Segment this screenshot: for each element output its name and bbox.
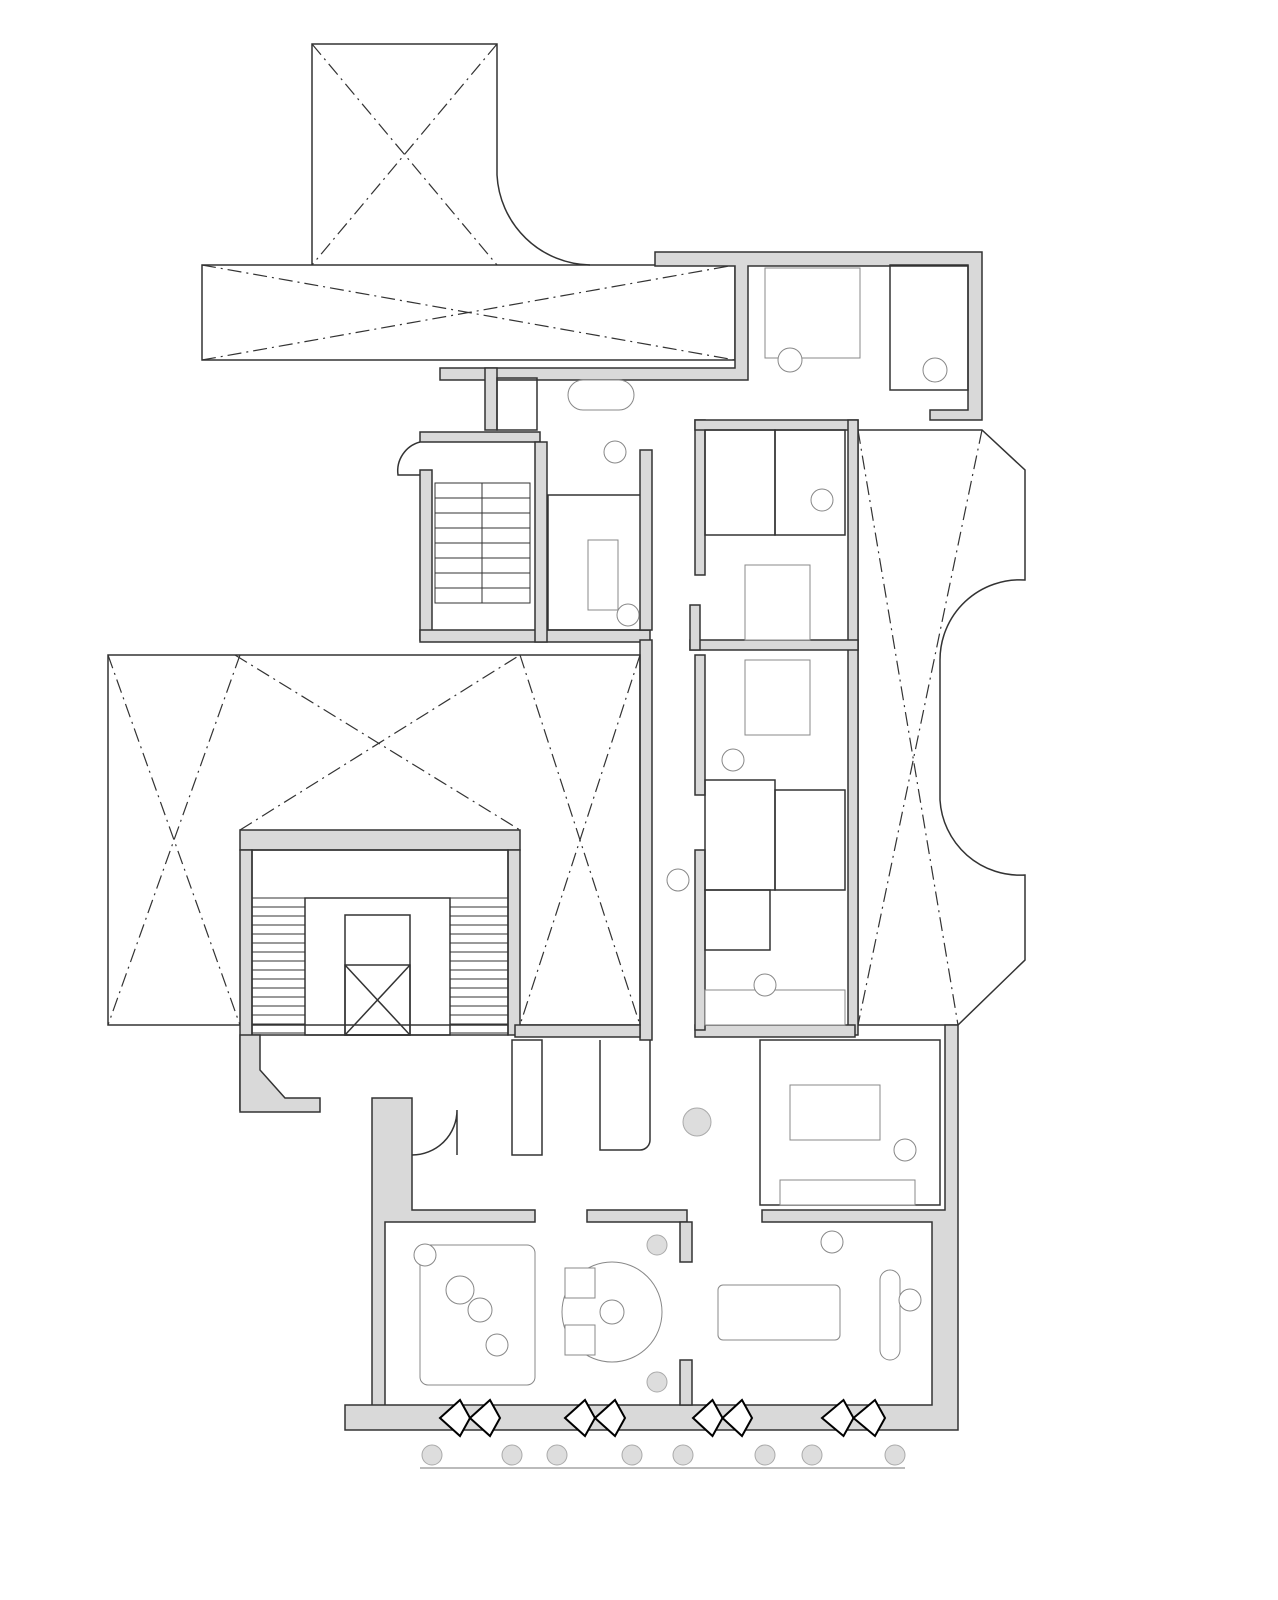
tree-icon xyxy=(754,1444,776,1466)
dining-area xyxy=(717,1230,922,1361)
tree-icon xyxy=(884,1444,906,1466)
staircase-left xyxy=(252,897,305,1034)
kitchenette xyxy=(704,989,846,1026)
lower-apartment xyxy=(344,1024,959,1469)
person-icon xyxy=(603,440,627,464)
person-icon xyxy=(753,973,777,997)
folding-window xyxy=(438,1398,502,1438)
master-bedroom xyxy=(439,251,983,421)
tree-icon xyxy=(421,1444,443,1466)
person-icon xyxy=(820,1230,844,1254)
person-icon xyxy=(616,603,640,627)
exterior-trees xyxy=(420,1444,906,1469)
tree-icon xyxy=(546,1444,568,1466)
person-icon xyxy=(485,1333,509,1357)
walk-in-closet xyxy=(889,264,969,391)
plant-icon xyxy=(646,1234,668,1256)
void-right xyxy=(857,429,1026,1026)
bath-stair-core xyxy=(396,367,653,643)
folding-window xyxy=(820,1398,887,1438)
armchair xyxy=(564,1324,596,1356)
person-icon xyxy=(413,1243,437,1267)
tree-icon xyxy=(621,1444,643,1466)
folding-window xyxy=(691,1398,754,1438)
person-icon xyxy=(898,1288,922,1312)
tree-icon xyxy=(501,1444,523,1466)
person-icon xyxy=(777,347,803,373)
bathtub xyxy=(567,379,635,411)
folding-windows xyxy=(438,1398,887,1438)
plant-icon xyxy=(646,1371,668,1393)
folding-window xyxy=(563,1398,627,1438)
armchair xyxy=(564,1267,596,1299)
dining-table xyxy=(717,1284,841,1341)
console xyxy=(879,1269,901,1361)
staircase-right xyxy=(450,897,508,1034)
person-icon xyxy=(666,868,690,892)
staircase-upper xyxy=(434,482,531,604)
tree-icon xyxy=(801,1444,823,1466)
main-stair-core xyxy=(239,829,521,1113)
void-left xyxy=(107,654,641,1026)
kitchen-counter xyxy=(779,1179,916,1206)
kitchen-island xyxy=(789,1084,881,1141)
bedrooms-column xyxy=(689,419,859,1038)
void-terrace xyxy=(201,264,736,361)
plant-icon xyxy=(682,1107,712,1137)
person-icon xyxy=(810,488,834,512)
person-icon xyxy=(721,748,745,772)
bed-3 xyxy=(744,659,811,736)
living-area xyxy=(413,1234,668,1393)
corridor-wall xyxy=(639,639,653,1041)
tree-icon xyxy=(672,1444,694,1466)
person-icon xyxy=(893,1138,917,1162)
bed-2 xyxy=(744,564,811,641)
double-bed xyxy=(764,267,861,359)
person-icon xyxy=(922,357,948,383)
bath-island xyxy=(587,539,619,611)
void-top xyxy=(311,43,591,266)
